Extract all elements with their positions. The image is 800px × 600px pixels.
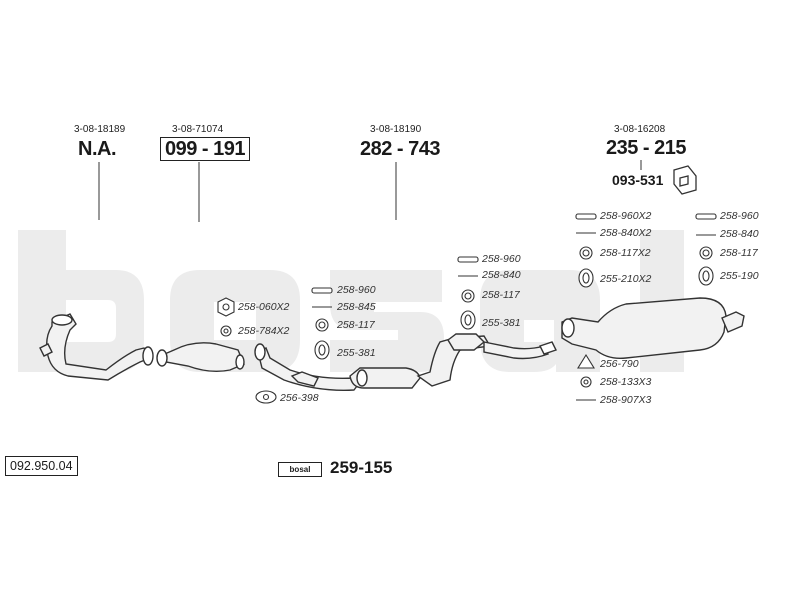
- clamp-icon: [311, 287, 333, 294]
- leader-lines: [98, 160, 642, 222]
- triangle-gasket-icon: [577, 353, 595, 369]
- accessory-label: 256-398: [280, 392, 319, 404]
- accessory-label: 258-960: [337, 284, 376, 296]
- accessory-label: 258-784X2: [238, 325, 290, 337]
- accessory-label: 258-845: [337, 301, 376, 313]
- accessory-label: 258-840X2: [600, 227, 652, 239]
- accessory-label: 255-381: [482, 317, 521, 329]
- bracket-icon: [673, 165, 697, 195]
- section-part-2: 099 - 191: [160, 137, 251, 161]
- brand-part-number: 259-155: [330, 458, 393, 477]
- intermediate-flange: [539, 341, 557, 355]
- section-ref-1: 3-08-18189: [74, 124, 126, 135]
- accessory-icons: [217, 213, 717, 404]
- accessory-label: 255-190: [720, 270, 759, 282]
- rear-muffler: [561, 297, 727, 360]
- accessory-label: 258-960: [720, 210, 759, 222]
- accessory-label: 258-840: [482, 269, 521, 281]
- bracket-part-number: 093-531: [612, 172, 664, 188]
- downpipe-hanger: [39, 343, 53, 357]
- accessory-label: 258-907X3: [600, 394, 652, 406]
- brand-badge: bosal: [278, 462, 322, 477]
- section-ref-3: 3-08-18190: [370, 124, 422, 135]
- section-part-1: N.A.: [78, 138, 117, 160]
- section-part-4: 235 - 215: [606, 137, 687, 159]
- catalog-number: 092.950.04: [5, 456, 78, 476]
- accessory-label: 258-117: [482, 289, 520, 301]
- accessory-label: 255-210X2: [600, 273, 652, 285]
- accessory-label: 255-381: [337, 347, 376, 359]
- downpipe-flange: [51, 314, 73, 326]
- exhaust-system: [39, 297, 745, 391]
- accessory-label: 258-960X2: [600, 210, 652, 222]
- accessory-label: 256-790: [600, 358, 639, 370]
- downpipe-outlet-flange: [142, 346, 154, 366]
- mid-pipe-bracket: [290, 371, 319, 387]
- intermediate-pipe: [416, 335, 492, 387]
- tailpipe: [721, 311, 745, 333]
- section-ref-2: 3-08-71074: [172, 124, 224, 135]
- accessory-label: 258-840: [720, 228, 759, 240]
- accessory-label: 258-133X3: [600, 376, 652, 388]
- intermediate-pipe-rear: [483, 341, 549, 360]
- accessory-label: 258-117: [337, 319, 375, 331]
- section-ref-4: 3-08-16208: [614, 124, 666, 135]
- accessory-label: 258-060X2: [238, 301, 290, 313]
- downpipe: [45, 313, 152, 381]
- accessory-label: 258-117: [720, 247, 758, 259]
- section-part-3: 282 - 743: [360, 138, 441, 160]
- accessory-label: 258-960: [482, 253, 521, 265]
- accessory-label: 258-117X2: [600, 247, 651, 259]
